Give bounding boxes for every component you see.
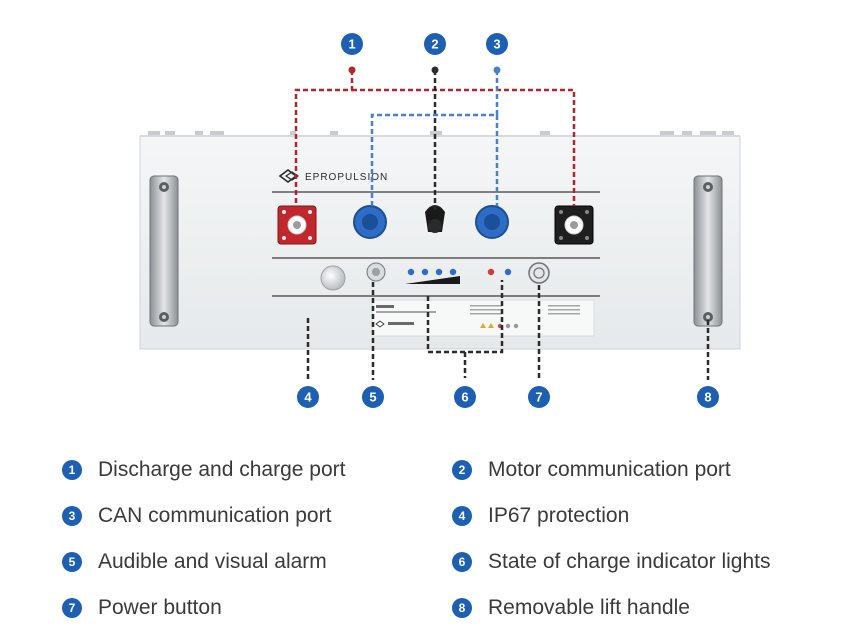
callout-line-6 (426, 280, 504, 378)
svg-text:2: 2 (431, 37, 438, 52)
top-edge-bumps (148, 131, 734, 136)
marker-8: 8 (697, 386, 719, 408)
legend-badge-4: 4 (452, 506, 472, 526)
marker-3: 3 (486, 33, 508, 55)
svg-text:6: 6 (461, 390, 468, 405)
marker-6: 6 (454, 386, 476, 408)
can-connector-left (353, 205, 387, 239)
legend-label-3: CAN communication port (98, 504, 332, 527)
legend-badge-1: 1 (62, 460, 82, 480)
svg-text:8: 8 (704, 390, 711, 405)
marker-4: 4 (297, 386, 319, 408)
legend-label-8: Removable lift handle (488, 596, 690, 619)
marker-5: 5 (362, 386, 384, 408)
legend-item-5: 5 Audible and visual alarm (62, 550, 327, 574)
legend-badge-5: 5 (62, 552, 82, 572)
callout-dot-3 (493, 66, 501, 74)
discharge-charge-port-positive (277, 205, 317, 245)
svg-text:3: 3 (493, 37, 500, 52)
status-lights (487, 268, 512, 276)
callout-dot-1 (348, 66, 356, 74)
legend-item-1: 1 Discharge and charge port (62, 458, 345, 482)
legend-label-1: Discharge and charge port (98, 458, 346, 481)
legend-badge-8: 8 (452, 598, 472, 618)
power-knob (320, 265, 346, 291)
marker-2: 2 (424, 33, 446, 55)
svg-text:5: 5 (369, 390, 376, 405)
legend-badge-7: 7 (62, 598, 82, 618)
callout-line-3 (370, 70, 499, 206)
marker-7: 7 (528, 386, 550, 408)
callout-dot-2 (431, 66, 439, 74)
svg-text:7: 7 (535, 390, 542, 405)
soc-indicator-lights (405, 268, 460, 284)
legend-label-5: Audible and visual alarm (98, 550, 327, 573)
legend-badge-2: 2 (452, 460, 472, 480)
legend-item-8: 8 Removable lift handle (452, 596, 690, 620)
legend-label-2: Motor communication port (488, 458, 731, 481)
power-button (528, 262, 550, 284)
legend-badge-6: 6 (452, 552, 472, 572)
discharge-charge-port-negative (554, 205, 594, 245)
svg-text:4: 4 (304, 390, 312, 405)
legend-item-7: 7 Power button (62, 596, 222, 620)
callout-line-1 (294, 70, 576, 206)
svg-text:1: 1 (348, 37, 355, 52)
legend-item-6: 6 State of charge indicator lights (452, 550, 771, 574)
legend-label-6: State of charge indicator lights (488, 550, 771, 573)
right-lift-handle (693, 175, 723, 327)
legend-label-7: Power button (98, 596, 222, 619)
brand-name: EPROPULSION (305, 172, 388, 183)
spec-label-plate (371, 299, 595, 337)
marker-1: 1 (341, 33, 363, 55)
legend-badge-3: 3 (62, 506, 82, 526)
legend-label-4: IP67 protection (488, 504, 630, 527)
legend-item-2: 2 Motor communication port (452, 458, 731, 482)
left-lift-handle (149, 175, 179, 327)
motor-communication-connector (425, 205, 445, 233)
alarm-button (366, 262, 386, 282)
legend-item-3: 3 CAN communication port (62, 504, 331, 528)
legend-item-4: 4 IP67 protection (452, 504, 629, 528)
can-connector-right (475, 205, 509, 239)
